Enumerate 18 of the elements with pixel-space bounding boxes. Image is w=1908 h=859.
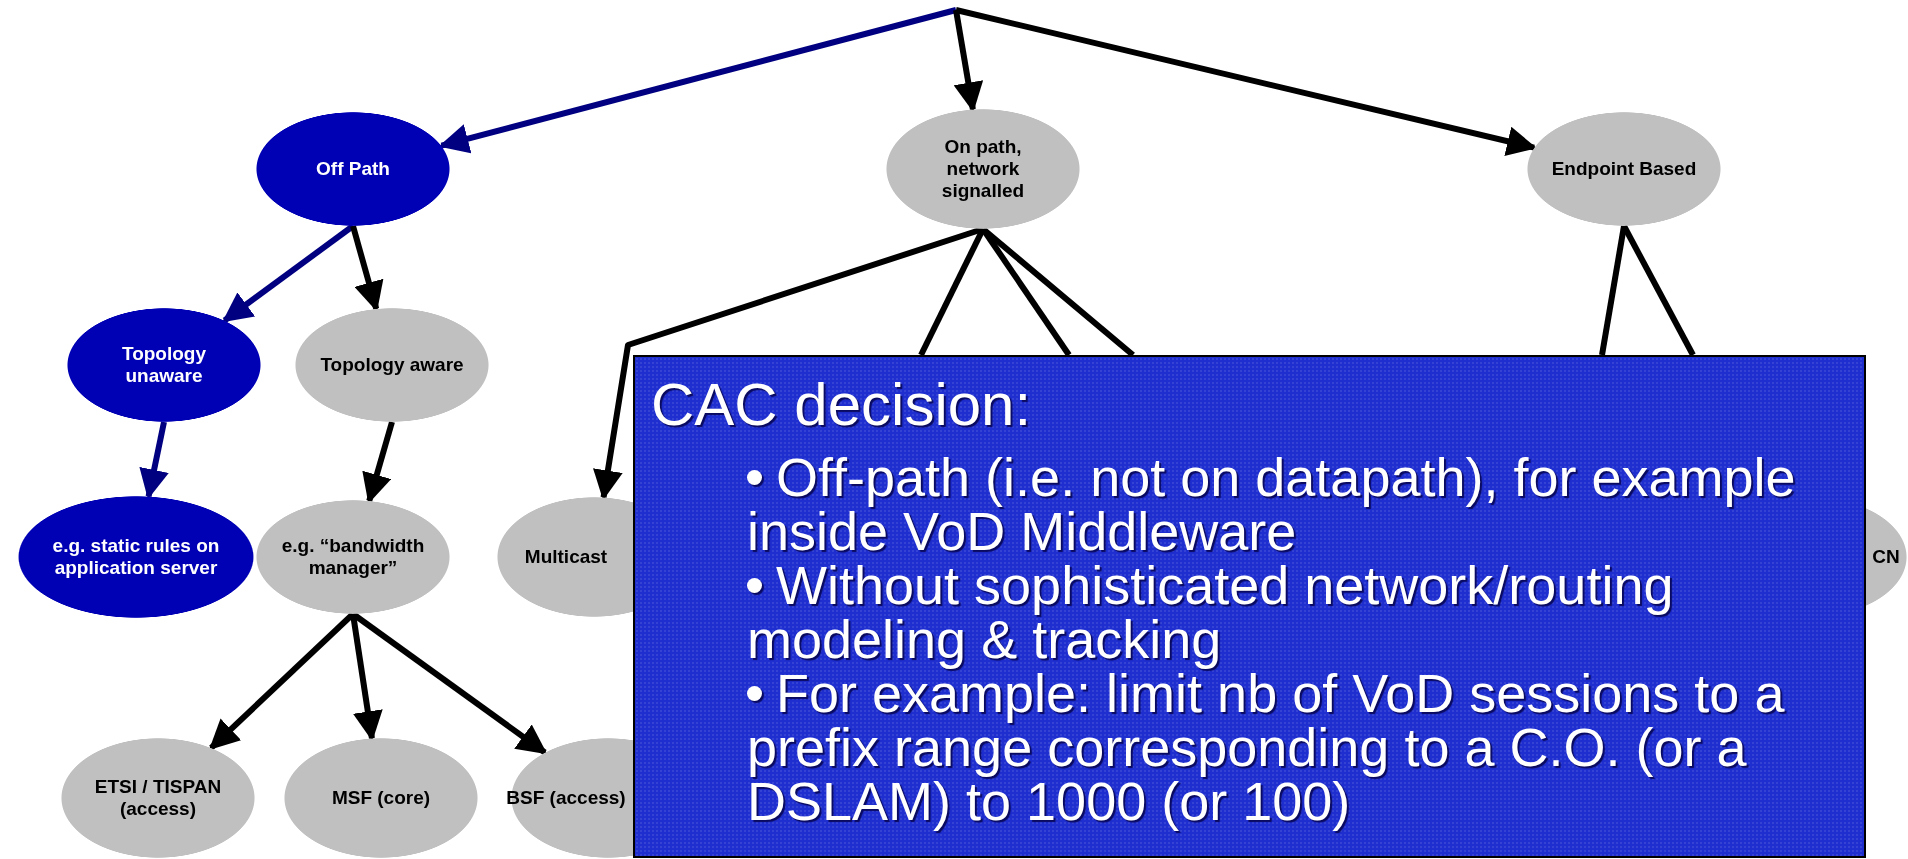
node-label: On path, network signalled (940, 136, 1026, 202)
connector-line (1599, 225, 1627, 356)
node-label: e.g. static rules on application server (51, 535, 221, 579)
node-label: ETSI / TISPAN (access) (93, 776, 223, 820)
bullet-text: Off-path (i.e. not on datapath), for example inside VoD Middleware (747, 450, 1797, 558)
node-label: e.g. “bandwidth manager” (280, 535, 426, 579)
node-label: Multicast (523, 546, 609, 568)
arrow (438, 7, 957, 154)
node-label: Endpoint Based (1550, 158, 1698, 180)
panel-heading: CAC decision: (651, 374, 1032, 436)
node-label: Topology aware (319, 354, 465, 376)
arrow (955, 7, 1537, 156)
node-label: Off Path (315, 158, 391, 180)
node-label: BSF (access) (505, 787, 627, 809)
callout-panel (633, 355, 1866, 858)
node-label: MSF (core) (330, 787, 432, 809)
node-label: Topology unaware (120, 343, 208, 387)
node-label: CN (1871, 546, 1901, 568)
